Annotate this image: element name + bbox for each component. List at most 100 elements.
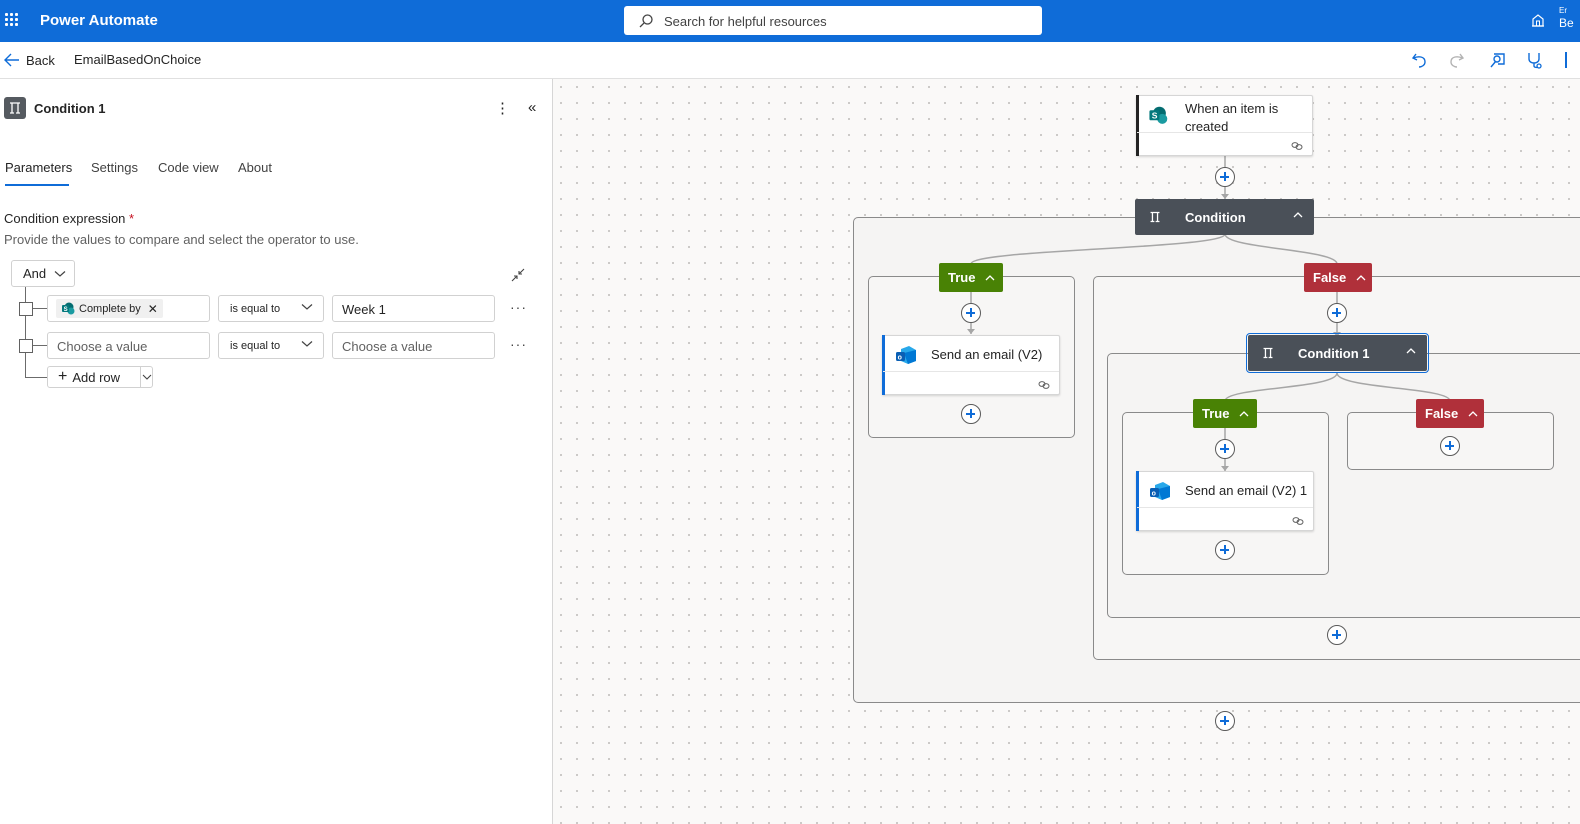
tree-line [25, 377, 47, 378]
link-icon [1292, 517, 1304, 525]
add-row-split-button: + Add row [47, 366, 153, 388]
redo-icon[interactable] [1446, 50, 1466, 70]
true-label: True [948, 270, 976, 285]
svg-text:o: o [1152, 491, 1156, 498]
more-options-icon[interactable]: ⋮ [495, 100, 510, 117]
send-email-1-card[interactable]: o Send an email (V2) 1 [1136, 471, 1314, 531]
tab-parameters[interactable]: Parameters [5, 160, 73, 175]
left-operand-field[interactable]: S Complete by ✕ [47, 295, 210, 322]
add-action-button[interactable] [1440, 436, 1460, 456]
false-branch-label[interactable]: False [1304, 263, 1372, 292]
token-label: Complete by [79, 302, 141, 315]
chevron-up-icon [986, 274, 995, 280]
add-row-menu-button[interactable] [141, 374, 152, 380]
row-checkbox[interactable] [19, 339, 33, 353]
insert-step-button[interactable] [1215, 167, 1235, 187]
right-operand-value: Week 1 [342, 302, 386, 317]
condition-label-text: Condition expression [4, 211, 126, 226]
sharepoint-icon: S [62, 302, 75, 314]
search-placeholder: Search for helpful resources [664, 14, 827, 29]
dynamic-content-token[interactable]: S Complete by ✕ [56, 299, 163, 318]
add-action-button[interactable] [961, 404, 981, 424]
tab-code-view[interactable]: Code view [158, 160, 219, 175]
condition-icon [1150, 211, 1160, 223]
environment-name[interactable]: Be [1559, 16, 1574, 30]
condition-icon [4, 97, 26, 119]
send-email-card[interactable]: o Send an email (V2) [882, 335, 1060, 395]
svg-text:o: o [898, 355, 902, 362]
flow-name[interactable]: EmailBasedOnChoice [74, 52, 202, 67]
trigger-title: When an item is created [1185, 101, 1279, 134]
back-arrow-icon [4, 53, 19, 67]
left-operand-field[interactable]: Choose a value [47, 332, 210, 359]
tree-line [25, 287, 26, 378]
add-row-button[interactable]: + Add row [48, 367, 141, 387]
inner-false-branch-label[interactable]: False [1416, 399, 1484, 428]
chevron-up-icon[interactable] [1405, 344, 1417, 358]
condition-expression-label: Condition expression * [4, 211, 134, 226]
search-input[interactable]: Search for helpful resources [624, 6, 1042, 35]
right-operand-field[interactable]: Week 1 [332, 295, 495, 322]
svg-text:S: S [64, 306, 68, 312]
chevron-up-icon[interactable] [1292, 208, 1304, 222]
test-icon[interactable] [1524, 50, 1544, 70]
inner-true-branch-label[interactable]: True [1193, 399, 1257, 428]
top-bar: Power Automate Search for helpful resour… [0, 0, 1580, 42]
environment-icon[interactable] [1530, 12, 1546, 28]
remove-token-icon[interactable]: ✕ [147, 301, 158, 316]
condition-card[interactable]: Condition [1135, 199, 1314, 235]
add-action-button[interactable] [1215, 540, 1235, 560]
true-branch-label[interactable]: True [939, 263, 1003, 292]
right-operand-field[interactable]: Choose a value [332, 332, 495, 359]
tab-settings[interactable]: Settings [91, 160, 138, 175]
tab-about[interactable]: About [238, 160, 272, 175]
tree-line [32, 308, 47, 309]
app-launcher-icon[interactable] [5, 13, 19, 27]
chevron-up-icon [1468, 410, 1478, 416]
chevron-down-icon [142, 374, 151, 380]
operator-value: is equal to [230, 303, 281, 315]
group-operator-dropdown[interactable]: And [11, 260, 75, 287]
link-icon [1038, 381, 1050, 389]
undo-icon[interactable] [1410, 50, 1430, 70]
condition-icon [1263, 347, 1273, 359]
inner-false-label: False [1425, 406, 1459, 421]
required-marker: * [129, 211, 135, 226]
trigger-card[interactable]: S When an item is created [1136, 95, 1313, 156]
back-button[interactable]: Back [4, 51, 55, 69]
chevron-down-icon [301, 304, 313, 310]
add-action-button[interactable] [1215, 711, 1235, 731]
chevron-down-icon [301, 341, 313, 347]
condition1-card[interactable]: Condition 1 [1246, 333, 1429, 373]
insert-step-button[interactable] [1215, 439, 1235, 459]
insert-step-button[interactable] [961, 303, 981, 323]
add-icon: + [58, 368, 68, 385]
save-icon[interactable] [1565, 52, 1567, 68]
app-title[interactable]: Power Automate [40, 12, 158, 29]
insert-step-button[interactable] [1327, 303, 1347, 323]
panel-title[interactable]: Condition 1 [34, 101, 106, 116]
chevron-down-icon [54, 270, 66, 277]
add-row-label: Add row [72, 369, 121, 385]
collapse-editor-icon[interactable] [510, 267, 526, 283]
right-operand-placeholder: Choose a value [342, 339, 433, 354]
command-bar: Back EmailBasedOnChoice [0, 42, 1580, 79]
outlook-icon: o [1150, 482, 1170, 500]
environment-label[interactable]: Er [1559, 6, 1567, 15]
designer-canvas[interactable]: S When an item is created Condition True… [553, 79, 1580, 824]
inner-true-label: True [1202, 406, 1230, 421]
operator-dropdown[interactable]: is equal to [218, 295, 324, 322]
collapse-panel-icon[interactable]: « [528, 99, 537, 116]
add-action-button[interactable] [1327, 625, 1347, 645]
back-label: Back [26, 52, 55, 68]
flow-checker-icon[interactable] [1488, 50, 1508, 70]
action-properties-panel: Condition 1 ⋮ « Parameters Settings Code… [0, 79, 553, 824]
row-more-options-icon[interactable]: ··· [510, 336, 527, 352]
operator-dropdown[interactable]: is equal to [218, 332, 324, 359]
condition1-title: Condition 1 [1298, 346, 1370, 361]
row-more-options-icon[interactable]: ··· [510, 299, 527, 315]
active-tab-indicator [5, 184, 69, 186]
row-checkbox[interactable] [19, 302, 33, 316]
outlook-icon: o [896, 346, 916, 364]
condition-title: Condition [1185, 210, 1246, 225]
